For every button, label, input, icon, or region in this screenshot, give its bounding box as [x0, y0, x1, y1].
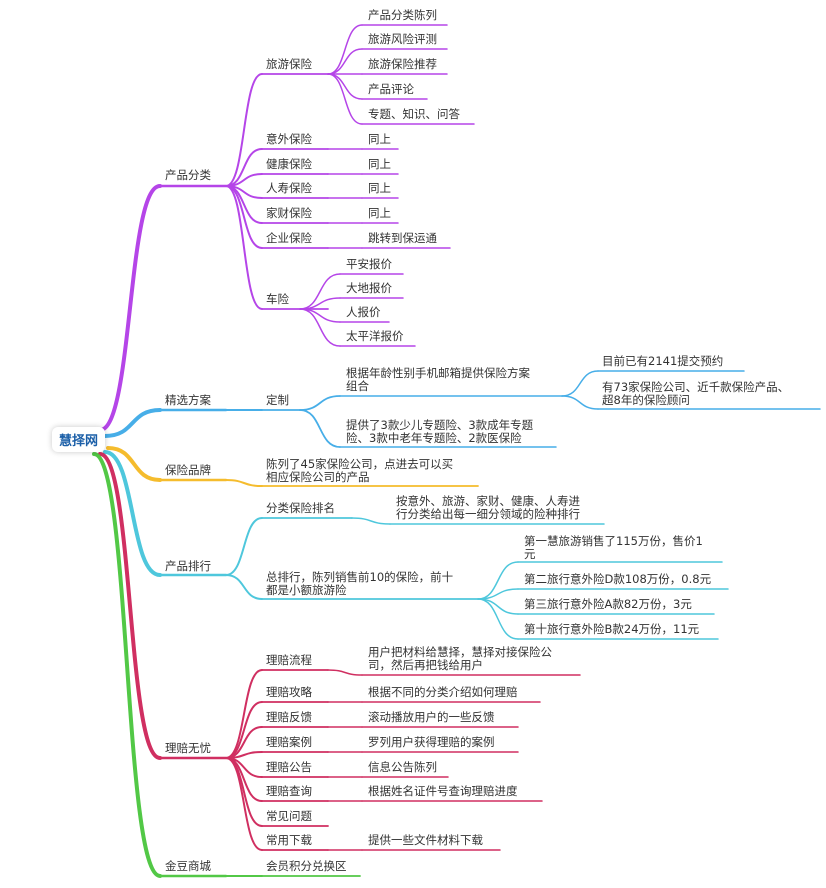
- branch-fenlei-child: [351, 517, 391, 525]
- node-zong-1a[interactable]: 第一慧旅游销售了115万份，售价1: [524, 534, 703, 548]
- node-lvyou-2[interactable]: 旅游风险评测: [368, 32, 437, 46]
- node-lp5[interactable]: 理赔公告: [266, 760, 312, 774]
- node-chexian-3[interactable]: 人报价: [346, 305, 381, 319]
- branch-chexian-2: [299, 308, 341, 323]
- node-fenlei[interactable]: 分类保险排名: [266, 501, 335, 515]
- node-lp4[interactable]: 理赔案例: [266, 735, 312, 749]
- node-renshou-child[interactable]: 同上: [368, 181, 391, 195]
- node-jiacai-child[interactable]: 同上: [368, 206, 391, 220]
- node-chexian-2[interactable]: 大地报价: [346, 281, 392, 295]
- node-dz1-line1[interactable]: 根据年龄性别手机邮箱提供保险方案: [346, 366, 530, 380]
- branch-lipei: [98, 452, 162, 760]
- node-lp2[interactable]: 理赔攻略: [266, 685, 312, 699]
- branch-chanpin: [98, 184, 162, 432]
- node-pinpai-line2[interactable]: 相应保险公司的产品: [266, 470, 370, 484]
- branch-jindou: [92, 452, 162, 878]
- node-lp1[interactable]: 理赔流程: [266, 653, 312, 667]
- branch-zong-2: [477, 598, 519, 615]
- node-chanpin[interactable]: 产品分类: [165, 168, 211, 182]
- node-lp4-child[interactable]: 罗列用户获得理赔的案例: [368, 735, 495, 749]
- node-jiankang[interactable]: 健康保险: [266, 157, 312, 171]
- root-node[interactable]: 慧择网: [52, 427, 106, 452]
- node-fenlei-line2[interactable]: 行分类给出每一细分领域的险种排行: [396, 507, 580, 521]
- node-lp3-child[interactable]: 滚动播放用户的一些反馈: [368, 710, 495, 724]
- branch-lvyou-1: [327, 48, 363, 75]
- node-lp3[interactable]: 理赔反馈: [266, 710, 312, 724]
- node-lipei[interactable]: 理赔无忧: [165, 741, 211, 755]
- node-dz1-line2[interactable]: 组合: [346, 379, 369, 393]
- node-chexian-4[interactable]: 太平洋报价: [346, 329, 404, 343]
- node-paihang[interactable]: 产品排行: [165, 559, 211, 573]
- node-lvyou-4[interactable]: 产品评论: [368, 82, 414, 96]
- node-dz1-child-2a[interactable]: 有73家保险公司、近千款保险产品、: [602, 380, 790, 394]
- node-lp5-child[interactable]: 信息公告陈列: [368, 760, 437, 774]
- node-dz1-child-2b[interactable]: 超8年的保险顾问: [602, 393, 690, 407]
- node-qiye[interactable]: 企业保险: [266, 231, 312, 245]
- node-zong-line1[interactable]: 总排行，陈列销售前10的保险，前十: [266, 570, 454, 584]
- branch-dz2: [299, 409, 341, 448]
- node-jiankang-child[interactable]: 同上: [368, 157, 391, 171]
- node-pinpai[interactable]: 保险品牌: [165, 463, 211, 477]
- node-lp2-child[interactable]: 根据不同的分类介绍如何理赔: [368, 685, 518, 699]
- node-dingzhi[interactable]: 定制: [266, 393, 289, 407]
- branch-lvyou-4: [327, 73, 363, 125]
- branch-paihang: [103, 450, 162, 577]
- node-yiwai[interactable]: 意外保险: [266, 132, 312, 146]
- branch-lvyou-3: [327, 73, 363, 100]
- branch-lipei-0: [225, 669, 263, 759]
- node-yiwai-child[interactable]: 同上: [368, 132, 391, 146]
- node-lp1-line2[interactable]: 司，然后再把钱给用户: [368, 658, 483, 672]
- node-zong-2[interactable]: 第二旅行意外险D款108万份，0.8元: [524, 572, 712, 586]
- node-jindou[interactable]: 金豆商城: [165, 859, 211, 873]
- node-lvyou[interactable]: 旅游保险: [266, 57, 312, 71]
- node-lp7[interactable]: 常见问题: [266, 809, 312, 823]
- branch-lipei-child-0: [327, 669, 363, 676]
- branch-jingxuan: [103, 408, 162, 438]
- node-dz1-child-1[interactable]: 目前已有2141提交预约: [602, 354, 724, 368]
- branch-dz1: [299, 395, 341, 411]
- node-jiacai[interactable]: 家财保险: [266, 206, 312, 220]
- node-lp6-child[interactable]: 根据姓名证件号查询理赔进度: [368, 784, 518, 798]
- node-zong-1b[interactable]: 元: [524, 547, 536, 561]
- node-dz2-line2[interactable]: 险、3款中老年专题险、2款医保险: [346, 431, 522, 445]
- node-pinpai-line1[interactable]: 陈列了45家保险公司，点进去可以买: [266, 457, 454, 471]
- branch-pinpai: [106, 446, 162, 482]
- node-chexian[interactable]: 车险: [266, 292, 289, 306]
- node-dz2-line1[interactable]: 提供了3款少儿专题险、3款成年专题: [346, 418, 534, 432]
- branch-lipei-7: [225, 757, 263, 851]
- node-zong-line2[interactable]: 都是小额旅游险: [266, 583, 347, 597]
- branch-dz1-1: [561, 370, 599, 397]
- node-chexian-1[interactable]: 平安报价: [346, 257, 392, 271]
- node-lp8[interactable]: 常用下载: [266, 833, 312, 847]
- node-lp8-child[interactable]: 提供一些文件材料下载: [368, 833, 483, 847]
- node-lvyou-3[interactable]: 旅游保险推荐: [368, 57, 437, 71]
- branch-chanpin-5: [225, 185, 263, 249]
- node-lvyou-1[interactable]: 产品分类陈列: [368, 8, 437, 22]
- node-renshou[interactable]: 人寿保险: [266, 181, 312, 195]
- branch-pinpai-child: [225, 479, 263, 487]
- branch-chexian-3: [299, 308, 341, 347]
- node-fenlei-line1[interactable]: 按意外、旅游、家财、健康、人寿进: [396, 494, 580, 508]
- node-zong-3[interactable]: 第三旅行意外险A款82万份，3元: [524, 597, 692, 611]
- node-jingxuan[interactable]: 精选方案: [165, 393, 211, 407]
- branch-dz1-2: [561, 395, 599, 410]
- branch-zong: [225, 574, 263, 600]
- node-qiye-child[interactable]: 跳转到保运通: [368, 231, 437, 245]
- node-lp6[interactable]: 理赔查询: [266, 784, 312, 798]
- node-zong-4[interactable]: 第十旅行意外险B款24万份，11元: [524, 622, 700, 636]
- node-jindou-child[interactable]: 会员积分兑换区: [266, 859, 347, 873]
- branch-zong-3: [477, 598, 519, 640]
- branch-fenlei: [225, 517, 263, 576]
- node-lp1-line1[interactable]: 用户把材料给慧择，慧择对接保险公: [368, 645, 552, 659]
- branch-chanpin-0: [225, 73, 263, 187]
- node-lvyou-5[interactable]: 专题、知识、问答: [368, 107, 460, 121]
- branch-chanpin-6: [225, 185, 263, 310]
